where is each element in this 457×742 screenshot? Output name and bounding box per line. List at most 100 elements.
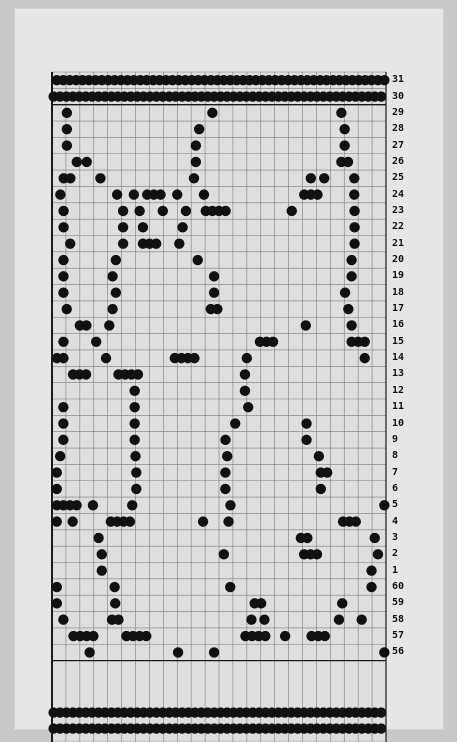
punch-dot [129,189,139,199]
punch-dot [127,500,137,510]
punch-dot [302,533,312,543]
punch-dot [133,369,143,379]
punch-dot [207,108,217,118]
row-label: 1 [392,565,426,577]
punch-dot [373,549,383,559]
punch-dot [109,582,119,592]
row-label: 30 [392,91,426,103]
punch-dot [172,189,182,199]
feed-hole [376,707,386,717]
feed-hole [376,723,386,733]
punch-dot [379,647,389,657]
punch-dot [220,484,230,494]
punch-dot [58,615,68,625]
punch-dot [260,631,270,641]
punch-dot [306,173,316,183]
punch-dot [225,582,235,592]
punch-dot [58,435,68,445]
punch-dot [111,255,121,265]
punch-dot [130,451,140,461]
punch-dot [240,369,250,379]
punch-dot [82,157,92,167]
punch-dot [316,484,326,494]
row-label: 29 [392,107,426,119]
punch-dot [337,598,347,608]
punch-dot [112,189,122,199]
punch-dot [320,631,330,641]
punch-dot [349,206,359,216]
row-label: 21 [392,238,426,250]
punch-dot [189,353,199,363]
punch-dot [314,451,324,461]
punch-dot [322,467,332,477]
punch-dot [240,386,250,396]
row-label: 10 [392,418,426,430]
row-label: 4 [392,516,426,528]
punch-dot [177,222,187,232]
punch-dot [52,467,62,477]
punch-dot [219,549,229,559]
punch-dot [58,271,68,281]
punch-dot [88,500,98,510]
punch-dot [107,271,117,281]
punch-dot [55,451,65,461]
punch-dot [198,516,208,526]
row-label: 18 [392,287,426,299]
punch-dot [101,353,111,363]
punch-dot [343,157,353,167]
punch-dot [129,402,139,412]
punch-dot [174,238,184,248]
punch-dot [65,238,75,248]
punch-dot [370,533,380,543]
punch-dot [189,173,199,183]
punch-dot [349,222,359,232]
punch-dot [58,288,68,298]
punch-dot [129,418,139,428]
punch-dot [225,500,235,510]
punch-dot [58,402,68,412]
punch-dot [58,337,68,347]
punch-dot [301,435,311,445]
row-label: 12 [392,385,426,397]
punch-dot [81,369,91,379]
punch-dot [129,386,139,396]
punch-dot [191,140,201,150]
punch-dot [111,288,121,298]
punch-dot [173,647,183,657]
row-label: 24 [392,189,426,201]
punch-dot [259,615,269,625]
punch-dot [319,173,329,183]
punch-dot [220,467,230,477]
punch-dot [220,206,230,216]
punch-dot [131,484,141,494]
punch-dot [118,206,128,216]
punch-dot [339,124,349,134]
punch-dot [209,271,219,281]
punch-dot [366,565,376,575]
row-label: 9 [392,434,426,446]
punch-dot [280,631,290,641]
punch-dot [113,615,123,625]
punch-dot [95,173,105,183]
punch-dot [58,418,68,428]
row-label: 28 [392,123,426,135]
punch-dot [118,222,128,232]
punch-dot [230,418,240,428]
punch-dot [93,533,103,543]
punch-dot [209,647,219,657]
punch-dot [379,75,389,85]
row-label: 25 [392,172,426,184]
punch-dot [336,108,346,118]
punch-dot [301,320,311,330]
punch-dot [129,435,139,445]
row-label: 20 [392,254,426,266]
punch-dot [242,353,252,363]
punch-dot [155,189,165,199]
punch-dot [88,631,98,641]
row-label: 19 [392,270,426,282]
punch-dot [62,140,72,150]
punch-dot [343,304,353,314]
punch-dot [125,516,135,526]
punch-dot [52,516,62,526]
